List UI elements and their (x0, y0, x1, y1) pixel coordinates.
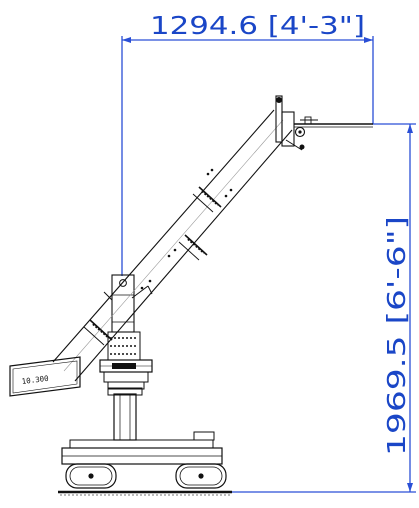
boom-joint-3 (192, 186, 222, 213)
vertical-height-dimension: 1969.5 [6'-6"] (232, 123, 416, 493)
horizontal-dimension-label: 1294.6 [4'-3"] (150, 11, 365, 40)
counterweight: 10.300 (9, 356, 81, 397)
camera-mount (275, 95, 373, 151)
support-column (107, 387, 143, 441)
boom-joint-1 (83, 319, 113, 346)
boom-joint-2 (178, 234, 208, 261)
boom-arm (52, 109, 293, 382)
horizontal-reach-dimension: 1294.6 [4'-3"] (121, 11, 374, 276)
dolly-wheel-right (175, 463, 227, 489)
ground-line (58, 490, 232, 496)
counterweight-label: 10.300 (21, 374, 49, 386)
dolly-base (61, 431, 223, 465)
pivot-head (99, 274, 153, 390)
vertical-dimension-label: 1969.5 [6'-6"] (382, 216, 411, 456)
dolly-wheel-left (65, 463, 117, 489)
